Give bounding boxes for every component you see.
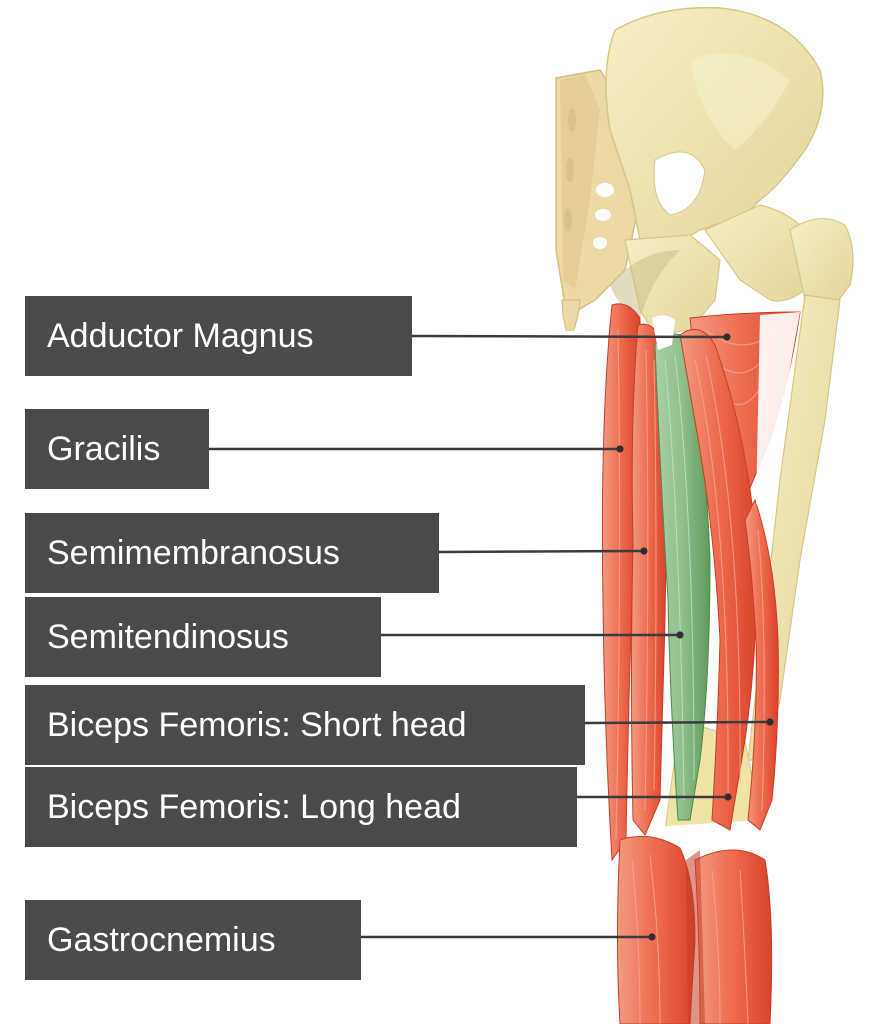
label-semimembranosus: Semimembranosus [25,513,439,593]
pin-biceps-femoris-short-head [766,718,774,726]
label-text-biceps-femoris-long-head: Biceps Femoris: Long head [47,787,461,826]
label-text-adductor-magnus: Adductor Magnus [47,316,314,355]
label-gastrocnemius: Gastrocnemius [25,900,361,980]
pin-adductor-magnus [723,333,731,341]
leader-semimembranosus [438,549,645,554]
leader-lines [209,333,774,941]
pin-gracilis [616,445,624,453]
label-text-semitendinosus: Semitendinosus [47,617,289,656]
pelvis-bone [555,6,824,336]
coccyx [561,299,581,331]
pin-semitendinosus [676,631,684,639]
pin-gastrocnemius [648,933,656,941]
ilium [605,6,824,251]
label-text-gastrocnemius: Gastrocnemius [47,920,276,959]
biceps-femoris-short-head-muscle [744,498,779,831]
gastrocnemius-muscle [617,835,773,1024]
leader-biceps-femoris-short-head [584,720,771,725]
pin-biceps-femoris-long-head [724,793,732,801]
pin-semimembranosus [640,547,648,555]
label-adductor-magnus: Adductor Magnus [25,296,412,376]
label-biceps-femoris-short-head: Biceps Femoris: Short head [25,685,585,765]
label-text-biceps-femoris-short-head: Biceps Femoris: Short head [47,705,467,744]
label-semitendinosus: Semitendinosus [25,597,381,677]
leader-adductor-magnus [411,334,728,339]
label-biceps-femoris-long-head: Biceps Femoris: Long head [25,767,577,847]
label-text-semimembranosus: Semimembranosus [47,533,340,572]
label-gracilis: Gracilis [25,409,209,489]
label-text-gracilis: Gracilis [47,429,161,468]
biceps-femoris-long-head-muscle [679,328,757,831]
